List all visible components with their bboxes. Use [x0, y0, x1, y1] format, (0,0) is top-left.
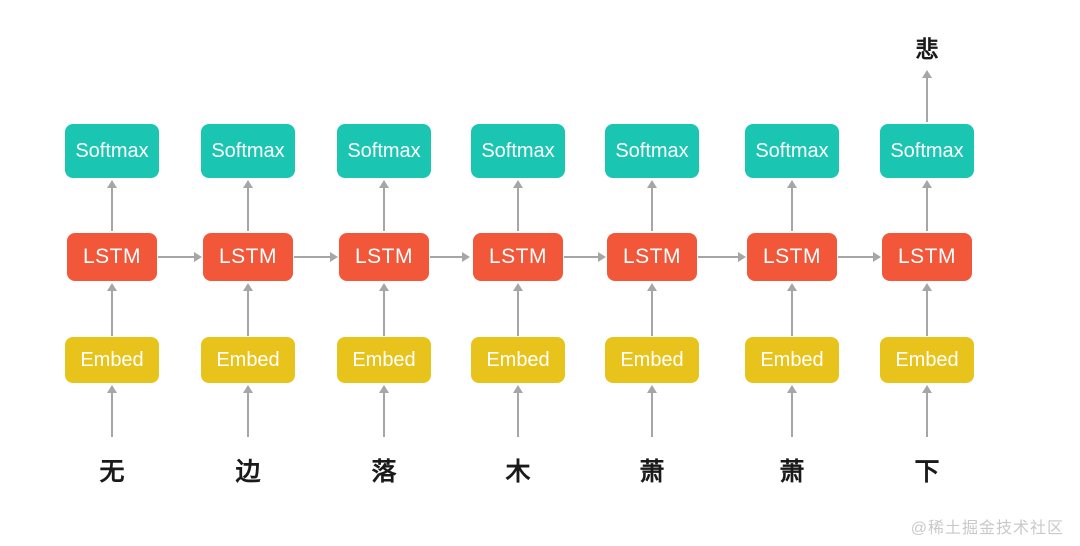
- arrow-up-icon: [107, 385, 117, 437]
- arrow-right-icon: [430, 252, 470, 262]
- embed-box: Embed: [201, 337, 295, 383]
- arrow-right-icon: [158, 252, 202, 262]
- lstm-box: LSTM: [747, 233, 837, 281]
- arrow-right-icon: [838, 252, 881, 262]
- arrow-up-icon: [513, 180, 523, 231]
- arrow-up-icon: [379, 283, 389, 336]
- lstm-box: LSTM: [473, 233, 563, 281]
- embed-box: Embed: [65, 337, 159, 383]
- arrow-right-icon: [564, 252, 606, 262]
- timestep-column: Softmax LSTM Embed 边: [200, 0, 296, 546]
- timestep-column: Softmax LSTM Embed 木: [470, 0, 566, 546]
- timestep-column: Softmax LSTM Embed 下: [879, 0, 975, 546]
- embed-box: Embed: [745, 337, 839, 383]
- arrow-up-icon: [243, 283, 253, 336]
- arrow-up-icon: [922, 70, 932, 122]
- input-char: 木: [505, 458, 531, 486]
- embed-box: Embed: [880, 337, 974, 383]
- timestep-column: Softmax LSTM Embed 萧: [744, 0, 840, 546]
- arrow-up-icon: [107, 180, 117, 231]
- watermark: @稀土掘金技术社区: [910, 520, 1064, 537]
- lstm-box: LSTM: [882, 233, 972, 281]
- input-char: 无: [99, 458, 125, 486]
- arrow-up-icon: [243, 385, 253, 437]
- arrow-up-icon: [379, 180, 389, 231]
- timestep-column: Softmax LSTM Embed 落: [336, 0, 432, 546]
- arrow-up-icon: [922, 180, 932, 231]
- softmax-box: Softmax: [201, 124, 295, 178]
- softmax-box: Softmax: [605, 124, 699, 178]
- arrow-up-icon: [787, 283, 797, 336]
- timestep-column: Softmax LSTM Embed 萧: [604, 0, 700, 546]
- input-char: 萧: [639, 458, 665, 486]
- arrow-up-icon: [243, 180, 253, 231]
- lstm-box: LSTM: [67, 233, 157, 281]
- arrow-up-icon: [787, 385, 797, 437]
- arrow-up-icon: [379, 385, 389, 437]
- timestep-column: Softmax LSTM Embed 无: [64, 0, 160, 546]
- input-char: 萧: [779, 458, 805, 486]
- embed-box: Embed: [471, 337, 565, 383]
- lstm-box: LSTM: [203, 233, 293, 281]
- input-char: 下: [914, 458, 940, 486]
- softmax-box: Softmax: [337, 124, 431, 178]
- lstm-box: LSTM: [339, 233, 429, 281]
- softmax-box: Softmax: [471, 124, 565, 178]
- input-char: 边: [235, 458, 261, 486]
- input-char: 落: [371, 458, 397, 486]
- softmax-box: Softmax: [745, 124, 839, 178]
- arrow-up-icon: [787, 180, 797, 231]
- arrow-up-icon: [647, 385, 657, 437]
- output-char: 悲: [915, 36, 939, 62]
- arrow-up-icon: [647, 283, 657, 336]
- arrow-right-icon: [294, 252, 338, 262]
- arrow-up-icon: [513, 385, 523, 437]
- arrow-up-icon: [922, 283, 932, 336]
- softmax-box: Softmax: [65, 124, 159, 178]
- arrow-up-icon: [513, 283, 523, 336]
- arrow-up-icon: [647, 180, 657, 231]
- embed-box: Embed: [337, 337, 431, 383]
- arrow-right-icon: [698, 252, 746, 262]
- arrow-up-icon: [107, 283, 117, 336]
- softmax-box: Softmax: [880, 124, 974, 178]
- arrow-up-icon: [922, 385, 932, 437]
- embed-box: Embed: [605, 337, 699, 383]
- lstm-box: LSTM: [607, 233, 697, 281]
